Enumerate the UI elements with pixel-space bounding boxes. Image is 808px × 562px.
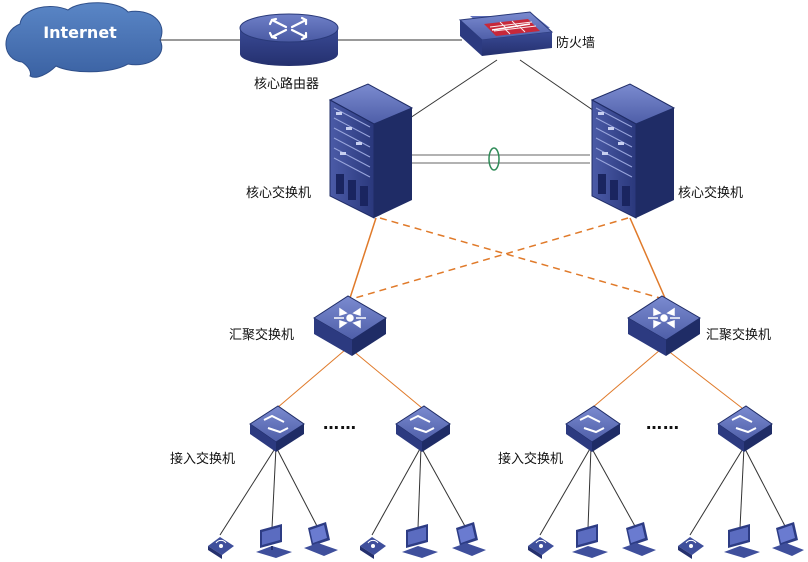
router-arrows-icon: [268, 16, 308, 41]
core-switch-right: [590, 83, 676, 219]
link-core-left-agg-left: [349, 217, 377, 299]
link-firewall-core-right: [519, 59, 601, 116]
access-switch-2: [395, 405, 451, 452]
wireless-ap-icon: [678, 537, 704, 559]
access-switch-right-label: 接入交换机: [498, 452, 564, 467]
core-router: [239, 13, 339, 66]
wireless-ap-icon: [360, 537, 386, 559]
core-switch-left: [328, 83, 414, 219]
link-core-right-agg-right: [629, 217, 666, 299]
core-router-label: 核心路由器: [254, 77, 320, 92]
firewall: [458, 11, 554, 56]
laptop-icon: [304, 522, 338, 556]
link-firewall-core-left: [409, 59, 498, 119]
access-switch-1: [249, 405, 305, 452]
link-core-left-agg-right: [379, 217, 661, 299]
aggregation-arrows-icon: [648, 307, 680, 329]
agg-switch-right: [627, 295, 701, 356]
ellipsis-right: ……: [646, 414, 680, 433]
switch-arrows-icon: [409, 414, 435, 434]
switch-arrows-icon: [579, 414, 605, 434]
agg-switch-left-label: 汇聚交换机: [229, 328, 295, 343]
laptop-icon: [452, 522, 486, 556]
endpoint-links: [219, 446, 787, 536]
core-switch-left-label: 核心交换机: [246, 186, 312, 201]
agg-switch-left: [313, 295, 387, 356]
link-aggregation-ring: [488, 147, 500, 171]
wireless-ap-icon: [528, 537, 554, 559]
laptop-icon: [772, 522, 804, 556]
switch-arrows-icon: [731, 414, 757, 434]
link-agg-left-access-1: [276, 349, 346, 409]
ellipsis-left: ……: [323, 414, 357, 433]
desktop-pc-icon: [724, 524, 760, 558]
link-agg-left-access-2: [351, 349, 423, 409]
links: [155, 39, 787, 536]
firewall-label: 防火墙: [556, 36, 596, 51]
link-agg-right-access-4: [666, 349, 743, 409]
access-switch-4: [717, 405, 773, 452]
aggregation-arrows-icon: [334, 307, 366, 329]
internet-cloud: Internet: [5, 2, 163, 78]
access-switch-left-label: 接入交换机: [170, 452, 236, 467]
desktop-pc-icon: [402, 524, 438, 558]
firewall-brick-icon: [484, 19, 540, 36]
access-switch-3: [565, 405, 621, 452]
link-agg-right-access-3: [591, 349, 661, 409]
endpoints: [208, 522, 804, 559]
switch-arrows-icon: [263, 414, 289, 434]
core-switch-right-label: 核心交换机: [678, 186, 744, 201]
wireless-ap-icon: [208, 537, 234, 559]
link-core-right-agg-left: [354, 217, 629, 299]
desktop-pc-icon: [572, 524, 608, 558]
laptop-icon: [622, 522, 656, 556]
internet-label: Internet: [43, 23, 117, 42]
desktop-pc-icon: [256, 524, 292, 558]
agg-switch-right-label: 汇聚交换机: [706, 328, 772, 343]
